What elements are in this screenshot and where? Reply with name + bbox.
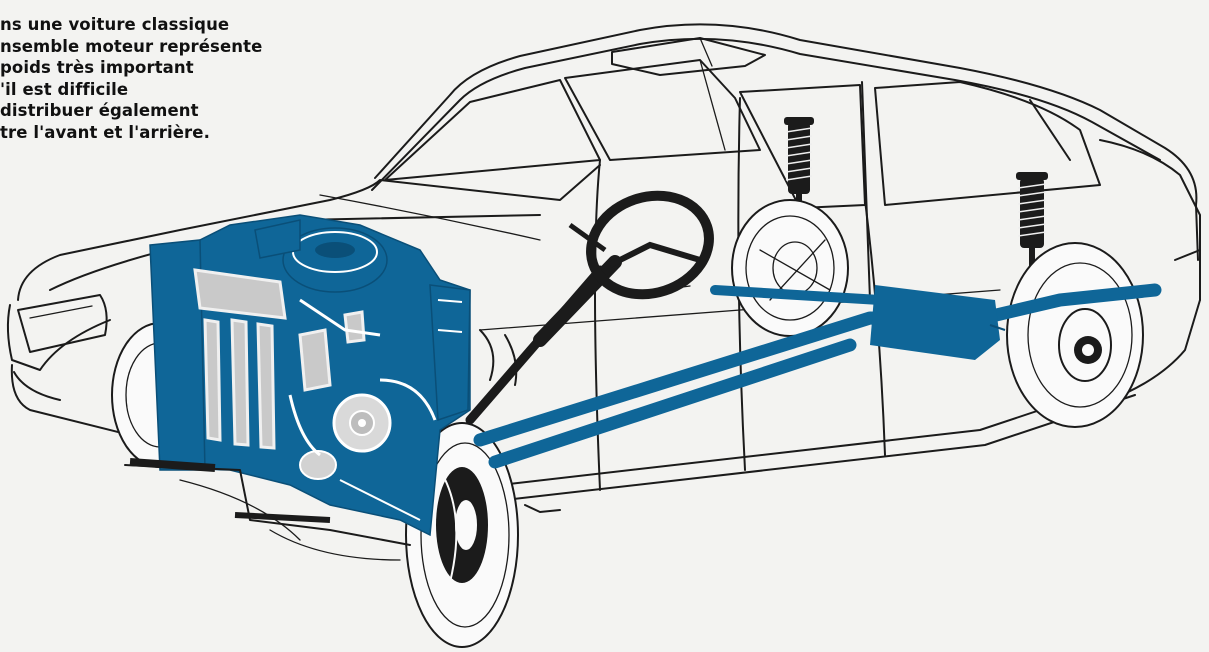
caption-line: ns une voiture classique (0, 14, 262, 36)
caption-line: poids très important (0, 57, 262, 79)
engine-block (150, 215, 470, 535)
caption-text: ns une voiture classique nsemble moteur … (0, 14, 262, 143)
caption-line: distribuer également (0, 100, 262, 122)
caption-line: 'il est difficile (0, 79, 262, 101)
caption-line: nsemble moteur représente (0, 36, 262, 58)
rear-right-wheel (1007, 243, 1143, 427)
rear-left-wheel (732, 200, 848, 336)
drive-shaft (495, 345, 850, 462)
silencer (870, 285, 1000, 360)
caption-line: tre l'avant et l'arrière. (0, 122, 262, 144)
